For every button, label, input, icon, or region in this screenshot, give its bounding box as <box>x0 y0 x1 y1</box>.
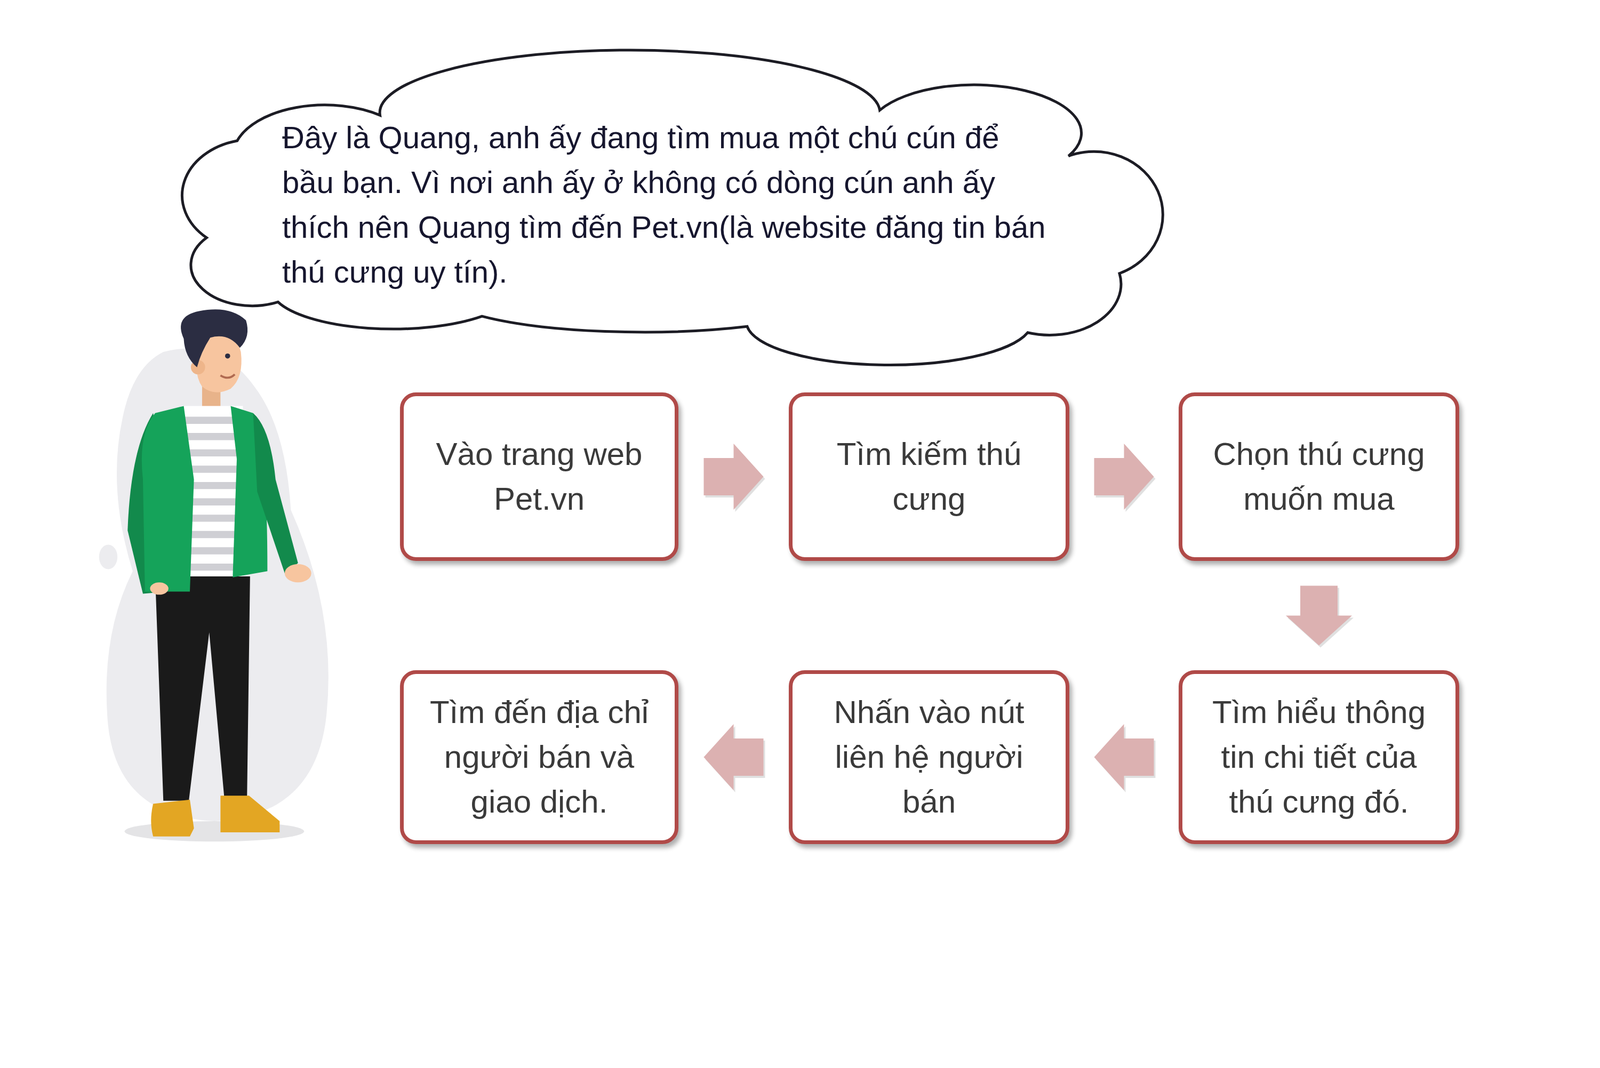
flow-arrow <box>704 724 764 791</box>
speech-text: Đây là Quang, anh ấy đang tìm mua một ch… <box>282 115 1048 295</box>
mouth <box>220 374 235 378</box>
process-box: Tìm hiểu thông tin chi tiết của thú cưng… <box>1178 670 1460 845</box>
process-box: Chọn thú cưng muốn mua <box>1178 392 1460 562</box>
hand <box>149 582 168 595</box>
bubble-dot <box>99 545 118 570</box>
flow-arrow <box>1094 724 1155 791</box>
hand <box>284 564 312 583</box>
flow-arrow <box>1285 586 1352 646</box>
cloud-shape <box>181 50 1163 365</box>
flow-arrow <box>704 443 764 510</box>
pants <box>155 576 251 802</box>
process-box: Nhấn vào nút liên hệ người bán <box>788 670 1070 845</box>
eye <box>225 353 231 359</box>
process-box: Vào trang web Pet.vn <box>400 392 679 562</box>
process-box: Tìm kiếm thú cưng <box>788 392 1070 562</box>
jacket <box>141 405 195 592</box>
step-text: Tìm đến địa chỉ người bán và giao dịch. <box>418 690 660 825</box>
hair <box>180 309 248 367</box>
speech-cloud: Đây là Quang, anh ấy đang tìm mua một ch… <box>176 69 1143 342</box>
step-text: Chọn thú cưng muốn mua <box>1197 432 1441 522</box>
shoe <box>150 800 194 837</box>
shoe <box>220 795 280 833</box>
background-blob <box>106 348 329 822</box>
cloud-outline <box>176 69 1143 342</box>
step-text: Tìm kiếm thú cưng <box>807 432 1051 522</box>
step-text: Vào trang web Pet.vn <box>418 432 660 522</box>
process-box: Tìm đến địa chỉ người bán và giao dịch. <box>400 670 679 845</box>
step-text: Tìm hiểu thông tin chi tiết của thú cưng… <box>1197 690 1441 825</box>
jacket-sleeve <box>253 413 299 574</box>
flow-arrow <box>1094 443 1155 510</box>
step-text: Nhấn vào nút liên hệ người bán <box>807 690 1051 825</box>
